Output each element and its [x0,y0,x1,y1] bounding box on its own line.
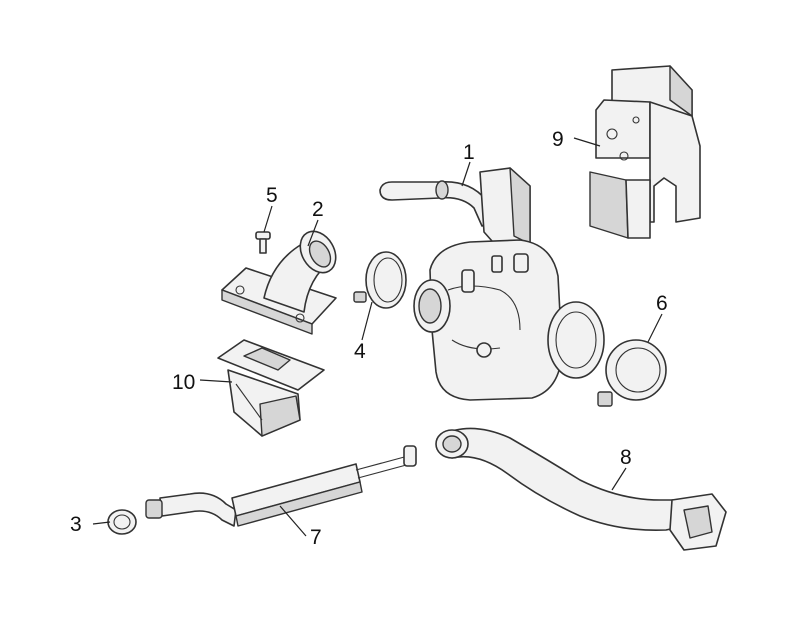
part-2-intake-manifold [221,230,337,335]
leader-2 [307,219,319,247]
part-8-intake-hose [435,427,727,551]
callout-1: 1 [463,141,475,164]
leader-1 [461,161,471,187]
part-4-hose-clamp [353,251,407,309]
callout-2: 2 [312,198,324,221]
part-7-breather-pipe [145,445,417,527]
part-9-cover-bracket [589,65,701,239]
part-3-clamp [107,509,137,535]
part-6-hose-clamp [597,339,667,407]
callout-9: 9 [552,128,564,151]
callout-3: 3 [70,513,82,536]
leader-10 [199,379,233,383]
leader-6 [647,313,663,343]
callout-7: 7 [310,526,322,549]
callout-6: 6 [656,292,668,315]
leader-3 [92,521,111,525]
part-10-reed-valve [217,339,325,437]
callout-5: 5 [266,184,278,207]
leader-8 [611,467,627,491]
leader-9 [573,137,601,147]
callout-10: 10 [172,371,195,394]
leader-7 [279,505,307,537]
leader-4 [361,301,373,341]
callout-8: 8 [620,446,632,469]
leader-lines [92,137,663,537]
part-5-screw [255,231,271,254]
leader-5 [263,205,273,233]
callout-4: 4 [354,340,366,363]
part-1-carburetor [379,167,605,401]
